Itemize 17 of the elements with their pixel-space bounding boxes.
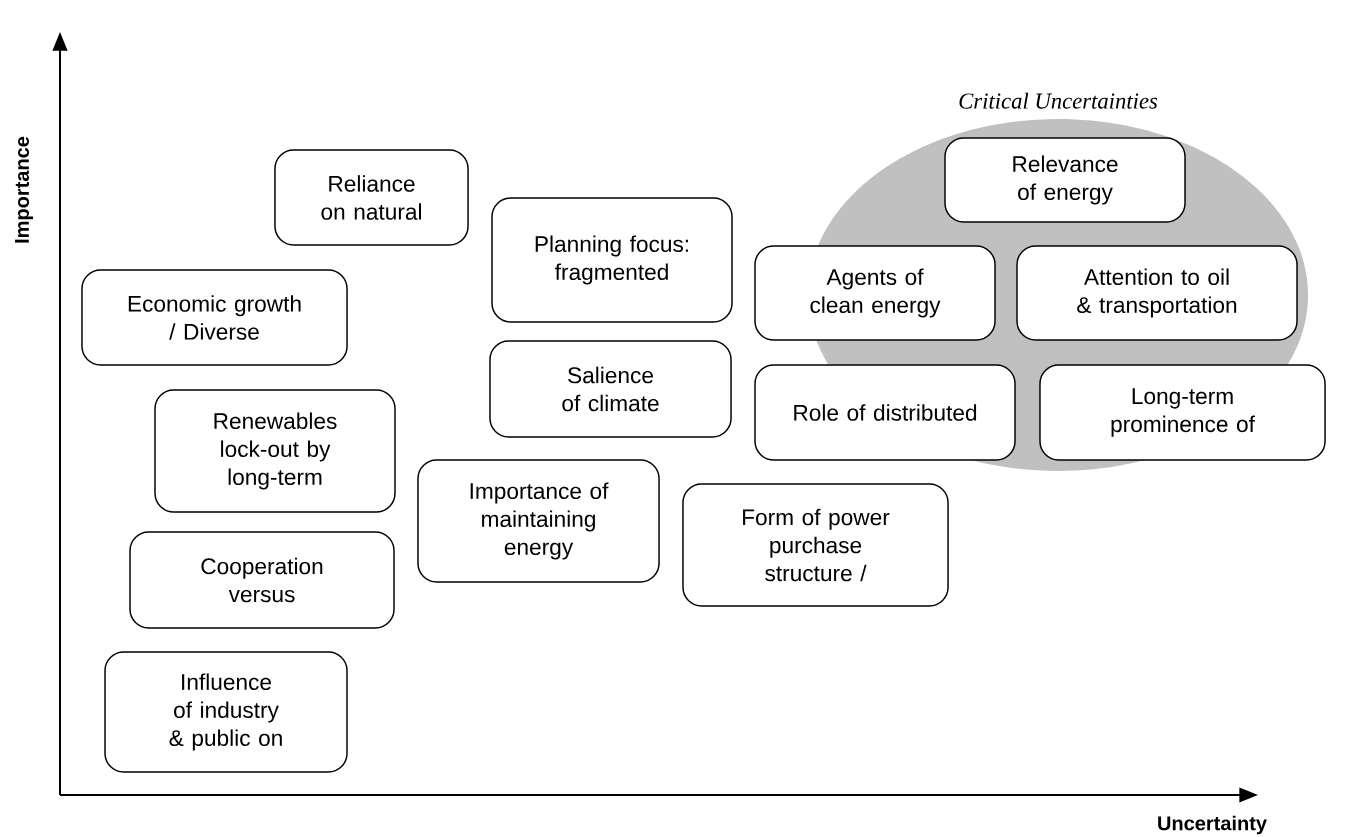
factor-box: Planning focus: fragmented bbox=[491, 197, 733, 323]
factor-box: Renewables lock-out by long-term bbox=[154, 389, 396, 513]
factor-box: Reliance on natural bbox=[274, 149, 469, 246]
axis-label: Uncertainty bbox=[1158, 815, 1267, 835]
factor-box: Cooperation versus bbox=[129, 531, 395, 629]
factor-box: Importance of maintaining energy bbox=[417, 459, 660, 583]
factor-box: Form of power purchase structure / bbox=[682, 483, 949, 607]
factor-box: Influence of industry & public on bbox=[104, 651, 348, 773]
factor-box: Economic growth / Diverse bbox=[81, 269, 348, 366]
factor-box: Relevance of energy bbox=[944, 137, 1186, 223]
factor-box: Role of distributed bbox=[754, 364, 1016, 461]
factor-box: Attention to oil & transportation bbox=[1016, 245, 1298, 341]
factor-box: Long-term prominence of bbox=[1039, 364, 1326, 461]
factor-box: Salience of climate bbox=[489, 340, 732, 438]
factor-box: Agents of clean energy bbox=[754, 245, 996, 341]
node-label: Critical Uncertainties bbox=[959, 92, 1158, 109]
axis-label: Importance bbox=[15, 136, 33, 243]
